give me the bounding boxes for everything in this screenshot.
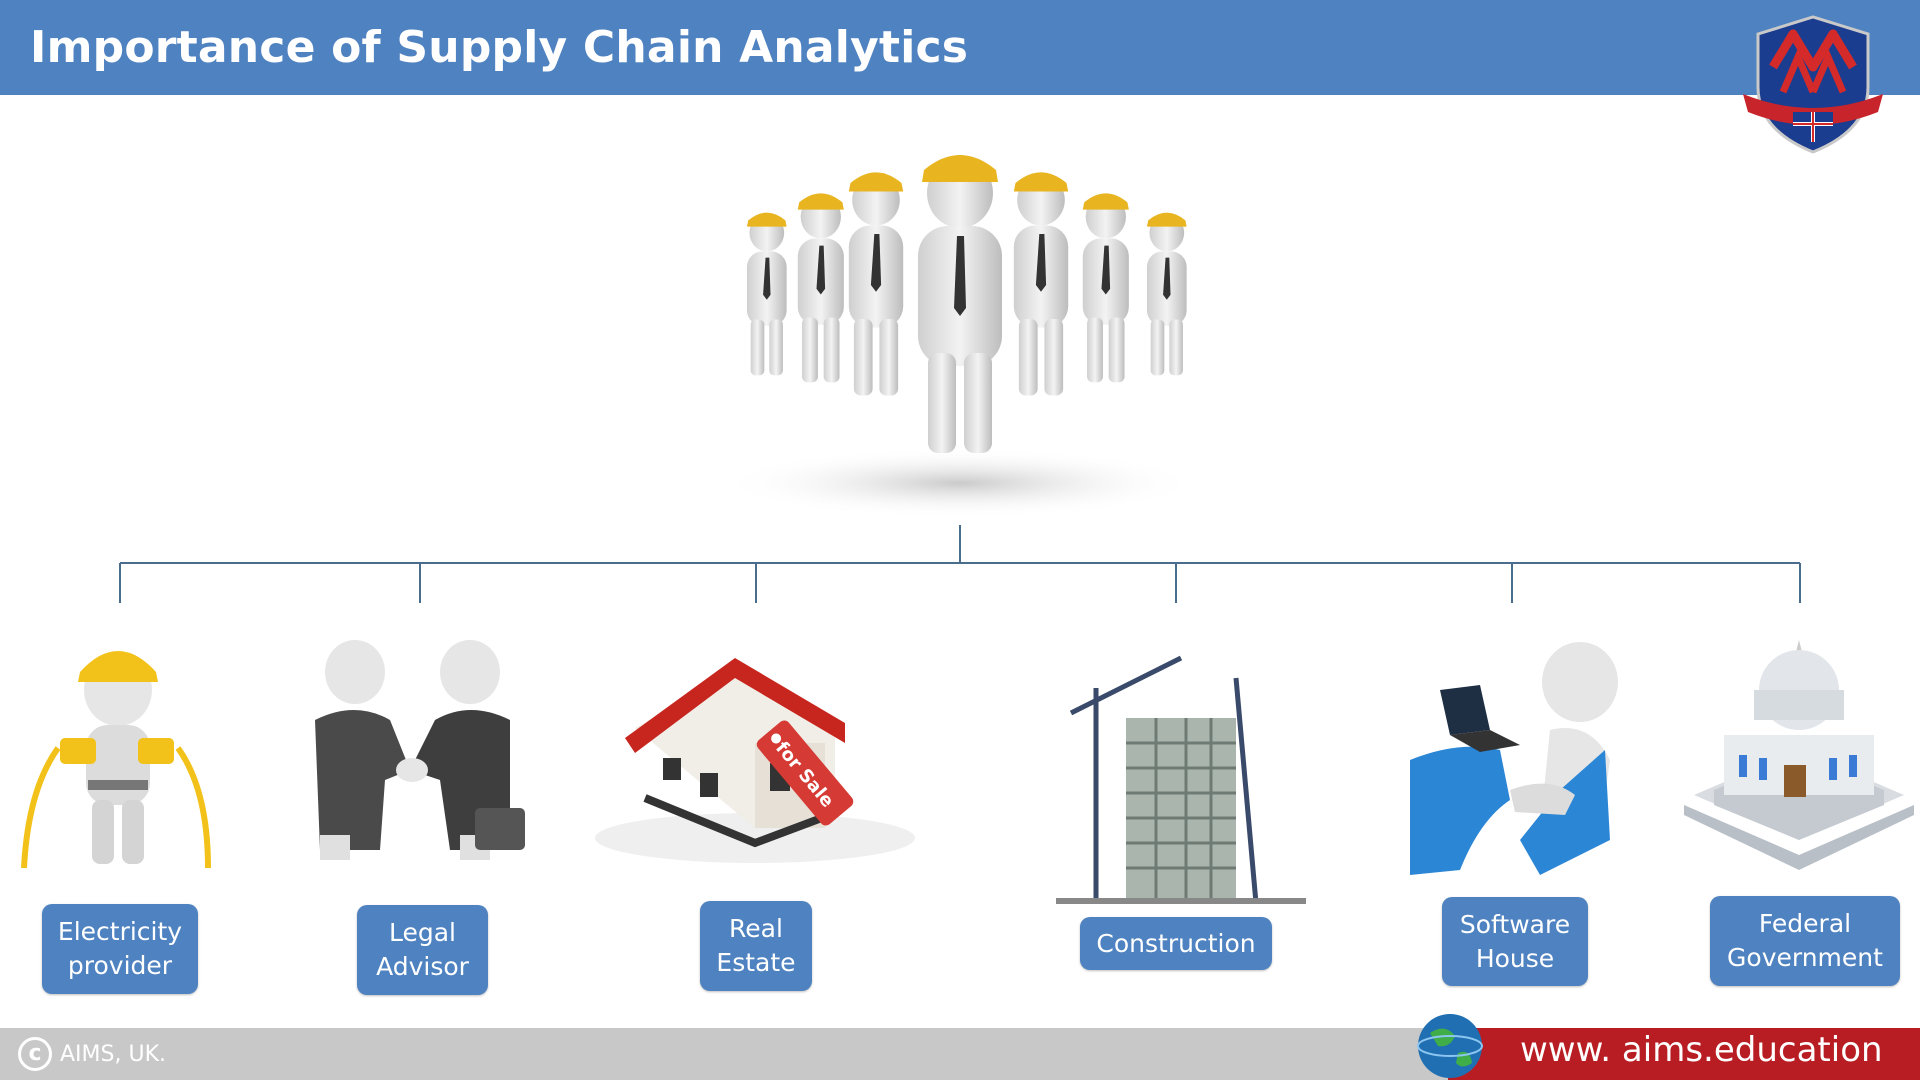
label-line: Government — [1727, 943, 1883, 972]
worker-figure — [746, 155, 1187, 453]
laptop-user-icon — [1410, 642, 1618, 875]
label-line: Software — [1459, 909, 1571, 939]
copyright: c AIMS, UK. — [18, 1037, 166, 1071]
website-link[interactable]: www. aims.education — [1520, 1030, 1883, 1070]
label-legal-advisor: Legal Advisor — [357, 905, 488, 995]
label-line: House — [1475, 943, 1555, 973]
house-for-sale-icon: for Sale — [595, 658, 915, 863]
copyright-text: AIMS, UK. — [60, 1041, 166, 1067]
label-line: Legal — [388, 918, 456, 947]
label-line: provider — [67, 951, 173, 980]
label-construction: Construction — [1080, 917, 1272, 970]
team-of-workers-illustration — [720, 155, 1200, 518]
url-band — [1448, 1028, 1920, 1080]
copyright-icon: c — [18, 1037, 52, 1071]
electrician-icon — [21, 651, 211, 869]
label-line: Estate — [716, 948, 796, 977]
label-software-house: Software House — [1442, 897, 1588, 986]
aims-logo — [1743, 15, 1883, 154]
globe-icon — [1417, 1014, 1483, 1078]
slide-title: Importance of Supply Chain Analytics — [30, 22, 969, 73]
label-line: Advisor — [376, 952, 469, 981]
label-line: Electricity — [57, 917, 183, 946]
label-electricity-provider: Electricity provider — [42, 904, 198, 994]
handshake-icon — [315, 640, 525, 860]
label-line: Federal — [1758, 909, 1852, 938]
building-crane-icon — [1056, 655, 1306, 904]
label-federal-government: Federal Government — [1710, 896, 1900, 986]
label-line: Construction — [1096, 928, 1256, 958]
label-line: Real — [729, 914, 783, 943]
header-bar — [0, 0, 1920, 95]
label-real-estate: Real Estate — [700, 901, 812, 991]
government-building-icon — [1684, 640, 1914, 870]
